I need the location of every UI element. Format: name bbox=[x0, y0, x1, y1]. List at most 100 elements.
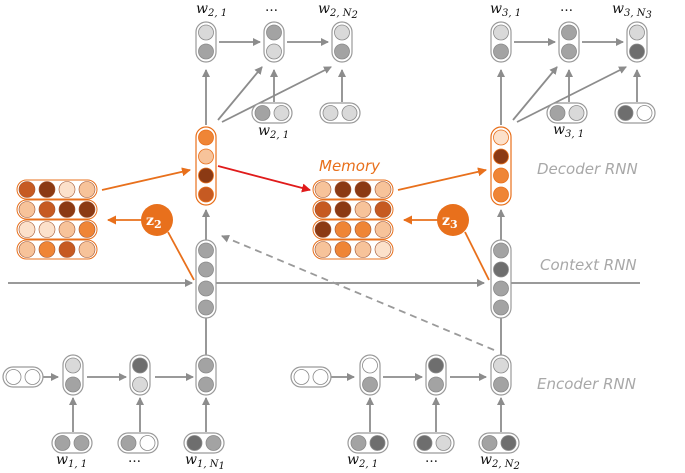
memory-matrix-2-cell bbox=[374, 201, 392, 218]
enc1-word-2 bbox=[117, 432, 159, 454]
dec3-output-N-cell bbox=[629, 43, 645, 60]
decoder-unit-3 bbox=[490, 126, 512, 206]
enc1-word-3 bbox=[183, 432, 225, 454]
enc2-unit-3-cell bbox=[493, 357, 509, 374]
enc2-word-3-cell bbox=[481, 435, 498, 451]
memory-matrix-2-cell bbox=[354, 241, 372, 258]
dec3-diag1 bbox=[512, 66, 558, 121]
enc1-unit-1 bbox=[62, 354, 84, 396]
dec2-output-N bbox=[331, 21, 353, 63]
decoder-unit-2-cell bbox=[198, 129, 214, 146]
memory-matrix-1-row bbox=[16, 239, 98, 260]
context-unit-3-cell bbox=[493, 299, 509, 316]
memory-matrix-1-cell bbox=[18, 181, 36, 198]
dec2-input-word-2 bbox=[319, 102, 361, 124]
memory-matrix-1-row bbox=[16, 179, 98, 200]
decoder-unit-2-cell bbox=[198, 148, 214, 165]
latent-z3-subscript: 3 bbox=[450, 218, 458, 231]
context-unit-2 bbox=[195, 239, 217, 319]
memory-matrix-2-cell bbox=[374, 221, 392, 238]
dec3-output-1-cell bbox=[493, 43, 509, 60]
memory-matrix-2-cell bbox=[334, 221, 352, 238]
memory-matrix-1-cell bbox=[18, 221, 36, 238]
label-dec2-top1: w2, 1 bbox=[196, 1, 227, 19]
decoder-unit-3-cell bbox=[493, 186, 509, 203]
dec3-output-2 bbox=[558, 21, 580, 63]
enc2-unit-3 bbox=[490, 354, 512, 396]
memory-matrix-1-cell bbox=[78, 241, 96, 258]
memory-matrix-1-cell bbox=[78, 221, 96, 238]
latent-z2-symbol: z bbox=[146, 213, 154, 229]
mem1-read-arrow bbox=[101, 167, 191, 191]
decoder-unit-3-cell bbox=[493, 129, 509, 146]
context-unit-2-frame bbox=[195, 239, 217, 319]
latent-z3-symbol: z bbox=[442, 213, 450, 229]
svg-text:z3: z3 bbox=[442, 213, 458, 231]
dec2-output-2-cell bbox=[266, 43, 282, 60]
dec3-input-word-2-cell bbox=[636, 105, 653, 121]
memory-matrix-1 bbox=[16, 179, 98, 260]
memory-matrix-1-cell bbox=[78, 201, 96, 218]
dec2-input-word-1 bbox=[251, 102, 293, 124]
enc2-unit-2-cell bbox=[428, 357, 444, 374]
memory-matrix-2-row bbox=[312, 239, 394, 260]
enc1-unit-1-cell bbox=[65, 376, 81, 393]
enc2-unit-2-cell bbox=[428, 376, 444, 393]
label-dec2-topN: w2, N2 bbox=[318, 1, 358, 21]
rnn-units bbox=[2, 21, 656, 454]
memory-write-arrow bbox=[217, 165, 311, 193]
label-dec3-top1: w3, 1 bbox=[490, 1, 521, 19]
memory-matrix-2-cell bbox=[334, 181, 352, 198]
enc2-word-1-cell bbox=[350, 435, 367, 451]
dec2-output-2 bbox=[263, 21, 285, 63]
enc1-word-3-cell bbox=[205, 435, 222, 451]
label-dec2-in1: w2, 1 bbox=[258, 123, 289, 141]
enc2-word-3-cell bbox=[500, 435, 517, 451]
dashed-skip-arrow bbox=[221, 235, 495, 351]
memory-matrix-2-cell bbox=[314, 221, 332, 238]
enc1-unit-2-cell bbox=[132, 376, 148, 393]
dec2-diag1 bbox=[217, 66, 263, 121]
enc1-unit-3-cell bbox=[198, 376, 214, 393]
memory-matrix-2-cell bbox=[314, 181, 332, 198]
enc2-input-word-0-cell bbox=[312, 369, 329, 385]
enc1-word-1-cell bbox=[54, 435, 71, 451]
memory-matrix-2-row bbox=[312, 199, 394, 220]
memory-matrix-2-cell bbox=[374, 181, 392, 198]
memory-matrix-1-cell bbox=[18, 201, 36, 218]
latent-z3: z3 bbox=[437, 204, 469, 236]
dec2-output-1 bbox=[195, 21, 217, 63]
enc2-unit-1-cell bbox=[362, 357, 378, 374]
enc1-word-2-cell bbox=[139, 435, 156, 451]
memory-matrix-2-cell bbox=[314, 241, 332, 258]
enc1-unit-2-cell bbox=[132, 357, 148, 374]
memory-matrix-1-cell bbox=[58, 181, 76, 198]
ctx2-to-z2-line bbox=[167, 231, 195, 281]
dec2-input-word-2-cell bbox=[341, 105, 358, 121]
dec3-output-1-cell bbox=[493, 24, 509, 41]
label-dec3-in1: w3, 1 bbox=[553, 122, 584, 140]
memory-matrix-2-cell bbox=[334, 241, 352, 258]
context-unit-3-frame bbox=[490, 239, 512, 319]
memory-matrix-1-cell bbox=[78, 181, 96, 198]
enc1-input-word-0 bbox=[2, 366, 44, 388]
memory-matrix-1-cell bbox=[18, 241, 36, 258]
enc1-unit-2 bbox=[129, 354, 151, 396]
dec2-output-1-cell bbox=[198, 43, 214, 60]
label-enc2-dots: … bbox=[425, 451, 438, 466]
context-unit-2-cell bbox=[198, 261, 214, 278]
enc2-word-1 bbox=[347, 432, 389, 454]
memory-matrix-1-cell bbox=[38, 241, 56, 258]
context-unit-2-cell bbox=[198, 280, 214, 297]
enc1-word-1 bbox=[51, 432, 93, 454]
dec2-output-N-cell bbox=[334, 24, 350, 41]
dec3-output-1 bbox=[490, 21, 512, 63]
memory-matrix-2-row bbox=[312, 179, 394, 200]
enc2-word-2 bbox=[413, 432, 455, 454]
dec2-diag2 bbox=[221, 66, 332, 123]
memory-matrix-2-cell bbox=[354, 221, 372, 238]
dec2-input-word-2-cell bbox=[322, 105, 339, 121]
dec3-output-N bbox=[626, 21, 648, 63]
dec3-diag2 bbox=[516, 66, 627, 123]
